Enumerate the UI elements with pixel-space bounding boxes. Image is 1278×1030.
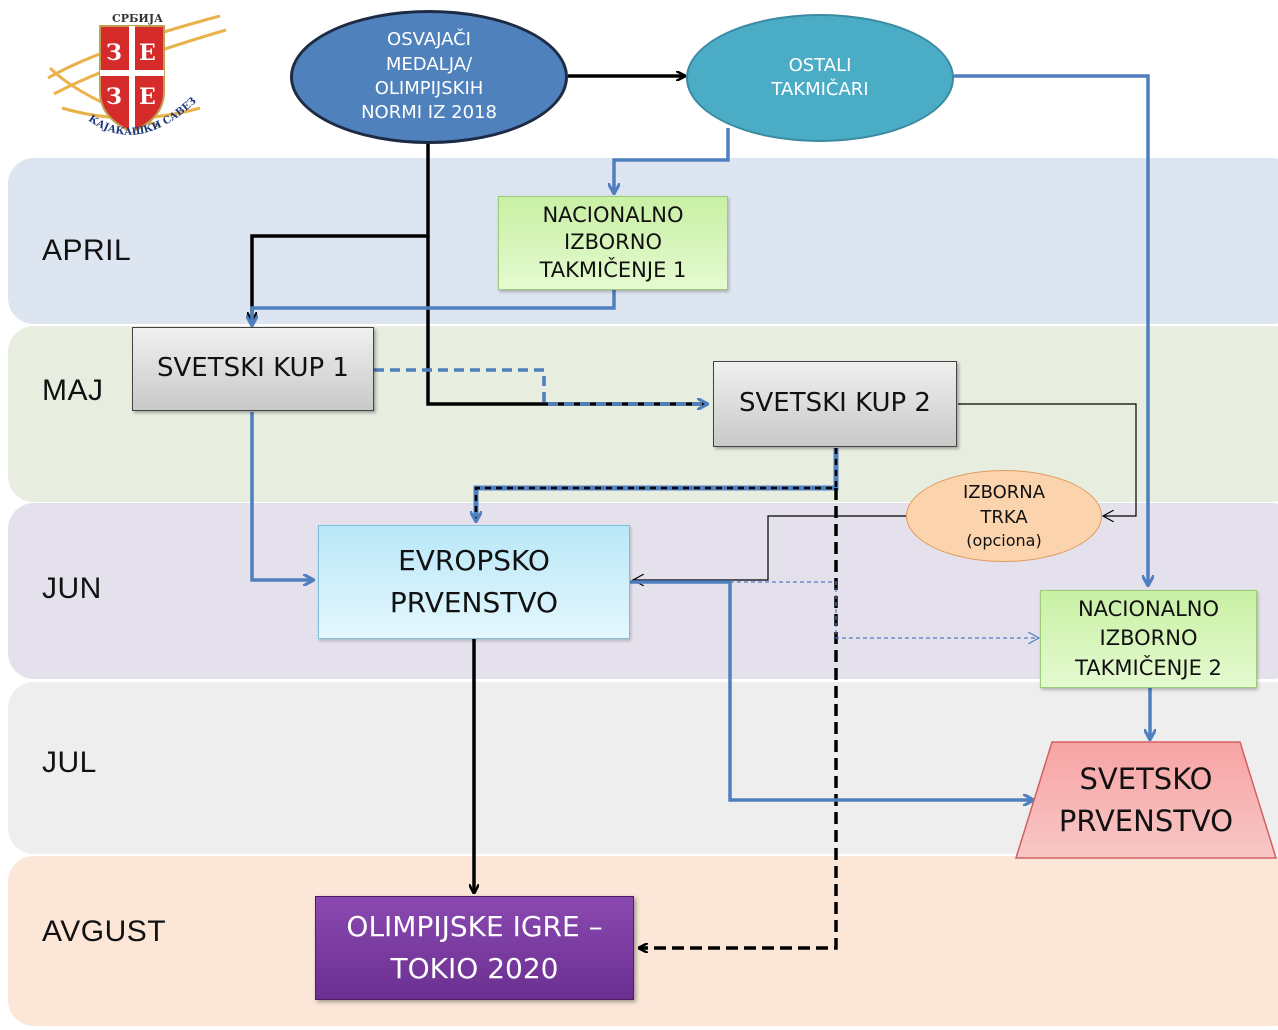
arrow-osvajaci-to-svetski-kup-1	[252, 142, 430, 320]
node-osvajaci-line-1: OSVAJAČI	[387, 29, 471, 51]
logo-top-text: СРБИЈА	[112, 12, 163, 25]
arrow-nacionalno-1-to-svetski-kup-1	[252, 290, 616, 324]
node-izborna-trka-line-3: (opciona)	[966, 530, 1042, 550]
node-osvajaci-line-3: OLIMPIJSKIH	[374, 78, 484, 99]
node-svetsko-line-1: SVETSKO	[1079, 761, 1213, 796]
node-olimpijske-line-1: OLIMPIJSKE IGRE –	[346, 910, 603, 943]
node-nacionalno-2-line-1: NACIONALNO	[1077, 596, 1220, 621]
node-nacionalno-1-line-3: TAKMIČENJE 1	[539, 257, 687, 282]
node-nacionalno-2-line-3: TAKMIČENJE 2	[1075, 655, 1222, 680]
node-olimpijske-igre: OLIMPIJSKE IGRE – TOKIO 2020	[315, 896, 634, 1000]
arrow-evropsko-to-svetsko	[630, 580, 1032, 800]
node-ostali-takmicari: OSTALI TAKMIČARI	[686, 14, 954, 142]
month-label-maj: MAJ	[42, 374, 104, 407]
arrow-svetski-kup-1-to-evropsko	[250, 412, 312, 580]
month-label-avgust: AVGUST	[42, 915, 167, 948]
node-evropsko-line-1: EVROPSKO	[398, 544, 550, 577]
node-svetsko-line-2: PRVENSTVO	[1058, 804, 1234, 838]
node-svetski-kup-1-label: SVETSKI KUP 1	[157, 353, 349, 384]
node-nacionalno-2-line-2: IZBORNO	[1099, 626, 1198, 651]
node-ostali-line-2: TAKMIČARI	[771, 79, 869, 100]
svetsko-prvenstvo-shape	[1014, 741, 1278, 859]
month-label-jul: JUL	[42, 746, 97, 779]
kayak-federation-logo: СРБИЈА З Е З Е КАЈАКАШКИ САВЕЗ	[47, 12, 227, 138]
node-nacionalno-1-line-2: IZBORNO	[564, 230, 662, 255]
node-evropsko-line-2: PRVENSTVO	[389, 586, 559, 619]
arrow-svetski-kup-2-to-olimpijske	[640, 488, 838, 948]
node-izborna-trka-line-1: IZBORNA	[962, 481, 1046, 503]
node-osvajaci-line-4: NORMI IZ 2018	[361, 102, 497, 124]
month-label-jun: JUN	[42, 572, 102, 605]
node-evropsko-prvenstvo: EVROPSKO PRVENSTVO	[318, 525, 630, 639]
arrow-svetski-kup-2-to-izborna-trka	[958, 403, 1137, 516]
arrow-ostali-to-nacionalno-1	[614, 128, 730, 192]
node-osvajaci-medalja: OSVAJAČI MEDALJA/ OLIMPIJSKIH NORMI IZ 2…	[290, 10, 568, 144]
month-label-april: APRIL	[42, 234, 132, 267]
arrow-svetski-kup-2-to-evropsko	[476, 448, 838, 520]
node-olimpijske-line-2: TOKIO 2020	[390, 952, 559, 985]
node-ostali-line-1: OSTALI	[788, 54, 852, 76]
node-svetsko-prvenstvo: SVETSKO PRVENSTVO	[1016, 742, 1276, 858]
arrow-ostali-to-nacionalno-2	[952, 74, 1148, 584]
logo-shield-letter-4: Е	[139, 84, 156, 110]
node-izborna-trka: IZBORNA TRKA (opciona)	[906, 470, 1102, 562]
logo-shield-letter-1: З	[106, 40, 122, 66]
arrow-evropsko-to-nacionalno-2	[730, 581, 1038, 638]
node-nacionalno-izborno-2: NACIONALNO IZBORNO TAKMIČENJE 2	[1040, 590, 1257, 688]
node-svetski-kup-2-label: SVETSKI KUP 2	[739, 388, 931, 419]
node-nacionalno-1-line-1: NACIONALNO	[542, 203, 684, 228]
arrow-izborna-trka-to-evropsko	[634, 515, 906, 580]
node-svetski-kup-2: SVETSKI KUP 2	[713, 361, 957, 447]
logo-shield-letter-3: З	[106, 84, 122, 110]
node-osvajaci-line-2: MEDALJA/	[385, 53, 473, 75]
node-nacionalno-izborno-1: NACIONALNO IZBORNO TAKMIČENJE 1	[498, 196, 728, 290]
band-avgust	[8, 856, 1278, 1026]
logo-shield-letter-2: Е	[139, 40, 156, 66]
node-svetski-kup-1: SVETSKI KUP 1	[132, 327, 374, 411]
arrow-svetski-kup-1-to-svetski-kup-2	[374, 368, 706, 404]
node-izborna-trka-line-2: TRKA	[980, 506, 1028, 528]
